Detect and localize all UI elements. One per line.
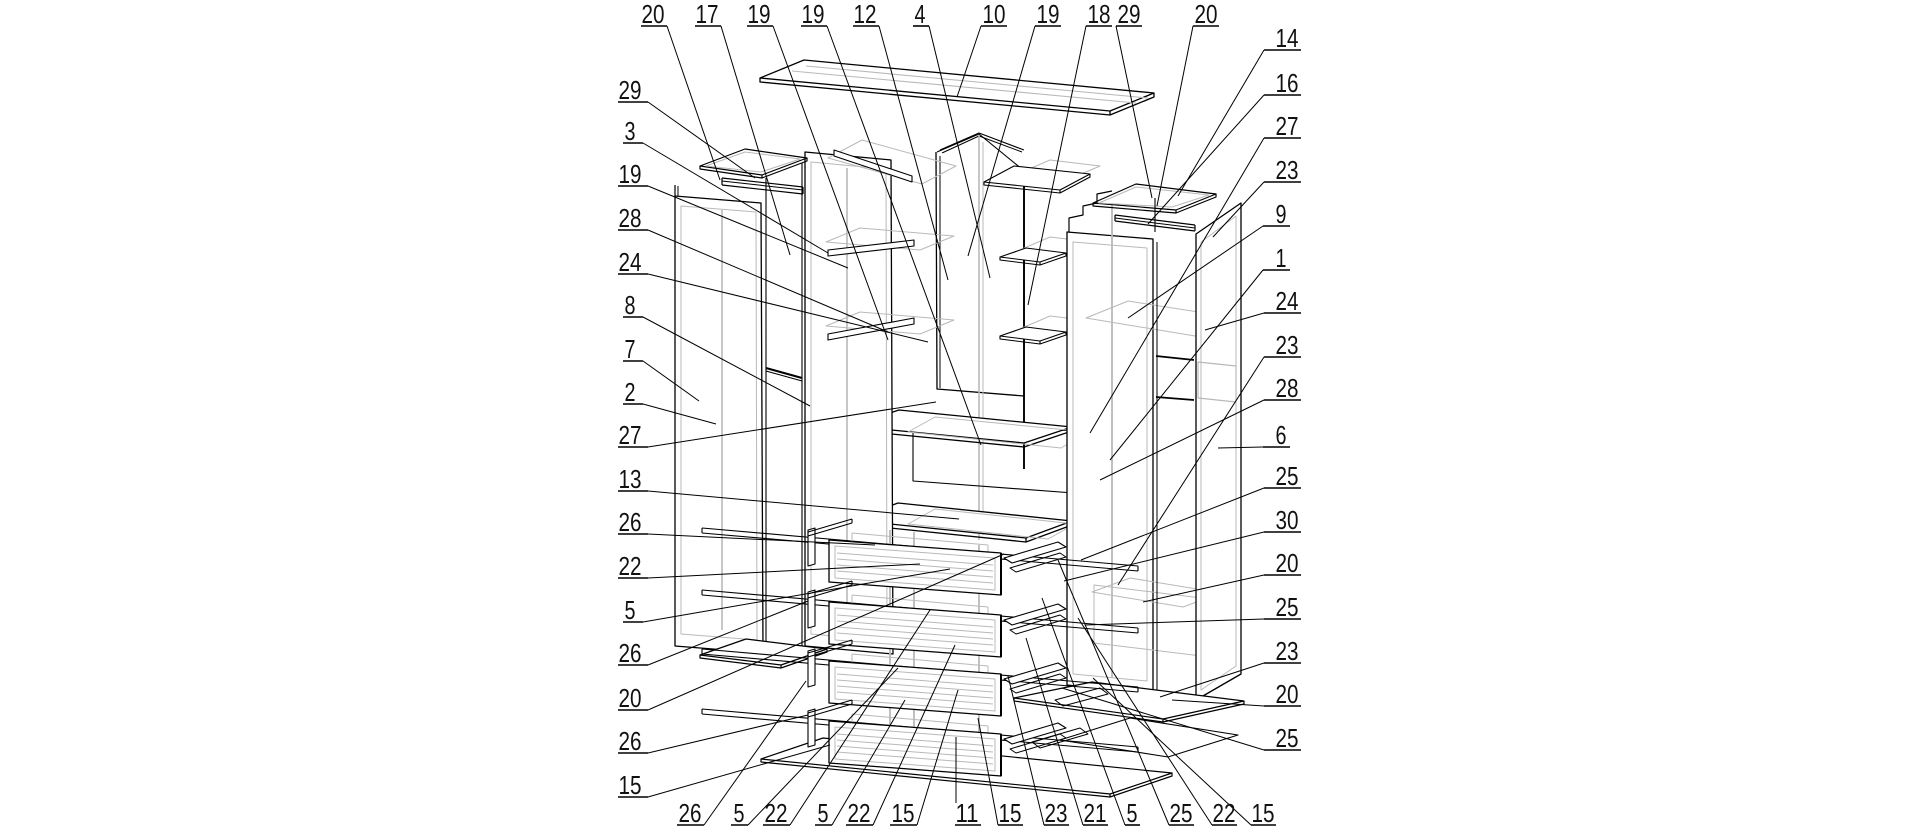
svg-text:22: 22 (765, 798, 788, 828)
svg-text:20: 20 (1276, 679, 1299, 709)
svg-text:25: 25 (1276, 723, 1299, 753)
svg-text:16: 16 (1276, 68, 1299, 98)
svg-text:15: 15 (619, 770, 642, 800)
svg-text:1: 1 (1276, 243, 1287, 273)
svg-text:7: 7 (625, 334, 636, 364)
svg-text:5: 5 (734, 798, 745, 828)
svg-text:23: 23 (1276, 330, 1299, 360)
svg-text:20: 20 (1276, 548, 1299, 578)
svg-text:4: 4 (915, 0, 926, 29)
svg-text:22: 22 (1213, 798, 1236, 828)
svg-text:19: 19 (619, 159, 642, 189)
svg-text:8: 8 (625, 290, 636, 320)
svg-text:9: 9 (1276, 199, 1287, 229)
svg-text:19: 19 (748, 0, 771, 29)
svg-text:24: 24 (1276, 286, 1299, 316)
svg-text:6: 6 (1276, 420, 1287, 450)
svg-text:26: 26 (679, 798, 702, 828)
svg-text:30: 30 (1276, 505, 1299, 535)
svg-text:22: 22 (848, 798, 871, 828)
svg-text:27: 27 (1276, 111, 1299, 141)
svg-text:17: 17 (696, 0, 719, 29)
svg-text:25: 25 (1276, 592, 1299, 622)
svg-text:20: 20 (619, 683, 642, 713)
svg-text:22: 22 (619, 551, 642, 581)
svg-text:27: 27 (619, 420, 642, 450)
svg-text:23: 23 (1276, 636, 1299, 666)
svg-text:14: 14 (1276, 23, 1299, 53)
svg-text:18: 18 (1088, 0, 1111, 29)
svg-text:29: 29 (619, 75, 642, 105)
svg-text:29: 29 (1118, 0, 1141, 29)
svg-text:15: 15 (892, 798, 915, 828)
svg-text:10: 10 (983, 0, 1006, 29)
svg-text:26: 26 (619, 726, 642, 756)
svg-text:20: 20 (1195, 0, 1218, 29)
svg-text:15: 15 (1252, 798, 1275, 828)
svg-text:19: 19 (1037, 0, 1060, 29)
svg-text:28: 28 (619, 203, 642, 233)
svg-text:25: 25 (1276, 461, 1299, 491)
svg-text:28: 28 (1276, 373, 1299, 403)
svg-text:26: 26 (619, 638, 642, 668)
svg-text:13: 13 (619, 464, 642, 494)
svg-text:12: 12 (854, 0, 877, 29)
svg-text:2: 2 (625, 377, 636, 407)
svg-text:11: 11 (956, 798, 979, 828)
svg-text:25: 25 (1170, 798, 1193, 828)
svg-text:20: 20 (642, 0, 665, 29)
svg-text:15: 15 (999, 798, 1022, 828)
svg-text:24: 24 (619, 247, 642, 277)
svg-text:19: 19 (802, 0, 825, 29)
svg-text:3: 3 (625, 116, 636, 146)
svg-text:23: 23 (1045, 798, 1068, 828)
svg-text:21: 21 (1084, 798, 1107, 828)
svg-text:5: 5 (818, 798, 829, 828)
svg-text:5: 5 (625, 595, 636, 625)
svg-text:26: 26 (619, 507, 642, 537)
svg-text:5: 5 (1127, 798, 1138, 828)
svg-text:23: 23 (1276, 155, 1299, 185)
